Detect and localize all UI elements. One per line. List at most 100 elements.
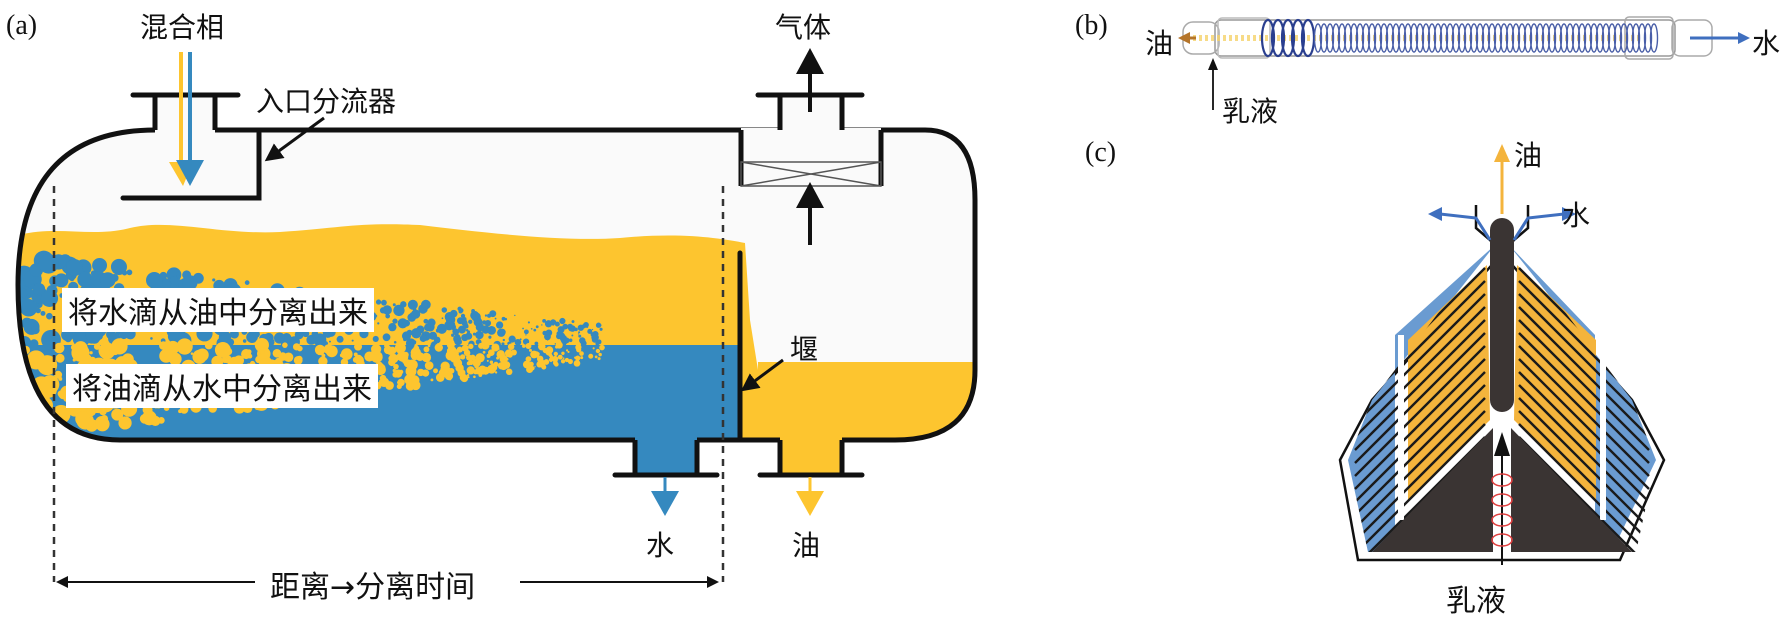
oil-droplet (221, 357, 228, 363)
oil-droplet (456, 346, 463, 353)
oil-droplet (176, 338, 193, 355)
water-droplet (64, 335, 72, 343)
oil-outlet (757, 437, 865, 516)
oil-droplet (554, 362, 559, 367)
oil-droplet (526, 366, 534, 374)
plate-line (1518, 358, 1650, 490)
water-droplet (29, 339, 39, 349)
water-droplet (360, 331, 366, 337)
coil-turn (1270, 18, 1286, 58)
oil-droplet (541, 364, 547, 370)
water-droplet (475, 330, 484, 340)
water-droplet (32, 282, 46, 296)
water-droplet (441, 317, 444, 320)
coil-turn (1589, 23, 1599, 53)
oil-droplet (575, 355, 581, 361)
oil-droplet (259, 346, 264, 351)
plate-line (1518, 293, 1650, 425)
water-droplet (545, 329, 553, 337)
gas-arrow-up (796, 48, 824, 245)
oil-droplet (422, 369, 430, 377)
water-droplet (66, 259, 84, 277)
water-droplet (388, 323, 397, 332)
coil-turn (1553, 23, 1563, 53)
coil-turn (1361, 23, 1371, 53)
oil-droplet (379, 377, 390, 388)
panel-b-emulsion-label: 乳液 (1222, 95, 1279, 128)
oil-droplet (505, 368, 513, 376)
coil-turn (1613, 23, 1623, 53)
inlet-diverter-label: 入口分流器 (256, 85, 397, 118)
water-droplet (377, 322, 380, 325)
water-droplet (557, 326, 565, 334)
inlet-label: 混合相 (140, 11, 225, 44)
oil-droplet (73, 341, 88, 356)
oil-droplet (123, 416, 129, 422)
plate-line (1354, 410, 1486, 542)
oil-droplet (53, 342, 65, 354)
water-droplet (568, 325, 574, 332)
oil-droplet (550, 360, 552, 363)
oil-droplet (26, 418, 48, 440)
oil-droplet (58, 376, 63, 381)
oil-droplet (394, 342, 406, 354)
water-droplet (416, 325, 425, 334)
water-droplet (501, 316, 506, 321)
oil-droplet (530, 350, 538, 359)
water-droplet (465, 328, 469, 332)
oil-droplet (430, 378, 434, 382)
coil-turn (1427, 23, 1437, 53)
coil-turn (1625, 23, 1635, 53)
plate-line (1354, 358, 1486, 490)
water-droplet (523, 329, 529, 335)
coil-turn (1475, 23, 1485, 53)
oil-droplet (260, 350, 265, 355)
oil-droplet (487, 354, 489, 356)
water-droplet (381, 299, 387, 306)
oil-droplet (392, 371, 399, 378)
oil-droplet (93, 343, 101, 350)
oil-droplet (482, 350, 486, 354)
oil-droplet (323, 344, 334, 355)
water-droplet (559, 317, 566, 325)
coil-turn (1649, 23, 1659, 53)
coil-turn (1433, 23, 1443, 53)
oil-droplet (354, 342, 363, 351)
coil-turn (1290, 18, 1306, 58)
oil-droplet (564, 357, 570, 363)
swirl-arrows (1491, 473, 1513, 547)
coil-turn (1403, 23, 1413, 53)
water-droplet (146, 271, 163, 289)
water-droplet (591, 336, 598, 343)
plate-line (1518, 371, 1650, 503)
oil-outlet-label: 油 (792, 529, 821, 562)
swirl-arrow (1491, 513, 1513, 527)
water-droplet (329, 340, 331, 343)
plate-line (1354, 306, 1486, 438)
water-droplet (578, 334, 582, 338)
oil-droplet (592, 347, 595, 350)
water-droplet (385, 313, 391, 319)
water-droplet (458, 309, 463, 314)
coil-turn (1367, 23, 1377, 53)
oil-arrowhead-b (1178, 32, 1190, 44)
oil-droplet (89, 351, 93, 355)
water-droplet (451, 333, 455, 337)
coil-turn (1313, 23, 1323, 53)
oil-droplet (500, 359, 502, 361)
oil-droplet (499, 354, 508, 364)
water-droplet (551, 322, 555, 326)
plate-line (1354, 371, 1486, 503)
oil-droplet (482, 368, 488, 374)
oil-droplet (536, 355, 544, 363)
water-droplet (484, 314, 488, 317)
water-droplet (456, 317, 464, 325)
oil-droplet (487, 349, 495, 357)
oil-droplet (371, 344, 382, 355)
oil-droplet (486, 359, 489, 362)
plate-line (1518, 423, 1650, 552)
oil-droplet (297, 345, 303, 352)
water-droplet (316, 343, 319, 346)
oil-droplet (525, 343, 532, 349)
oil-droplet (75, 411, 91, 427)
